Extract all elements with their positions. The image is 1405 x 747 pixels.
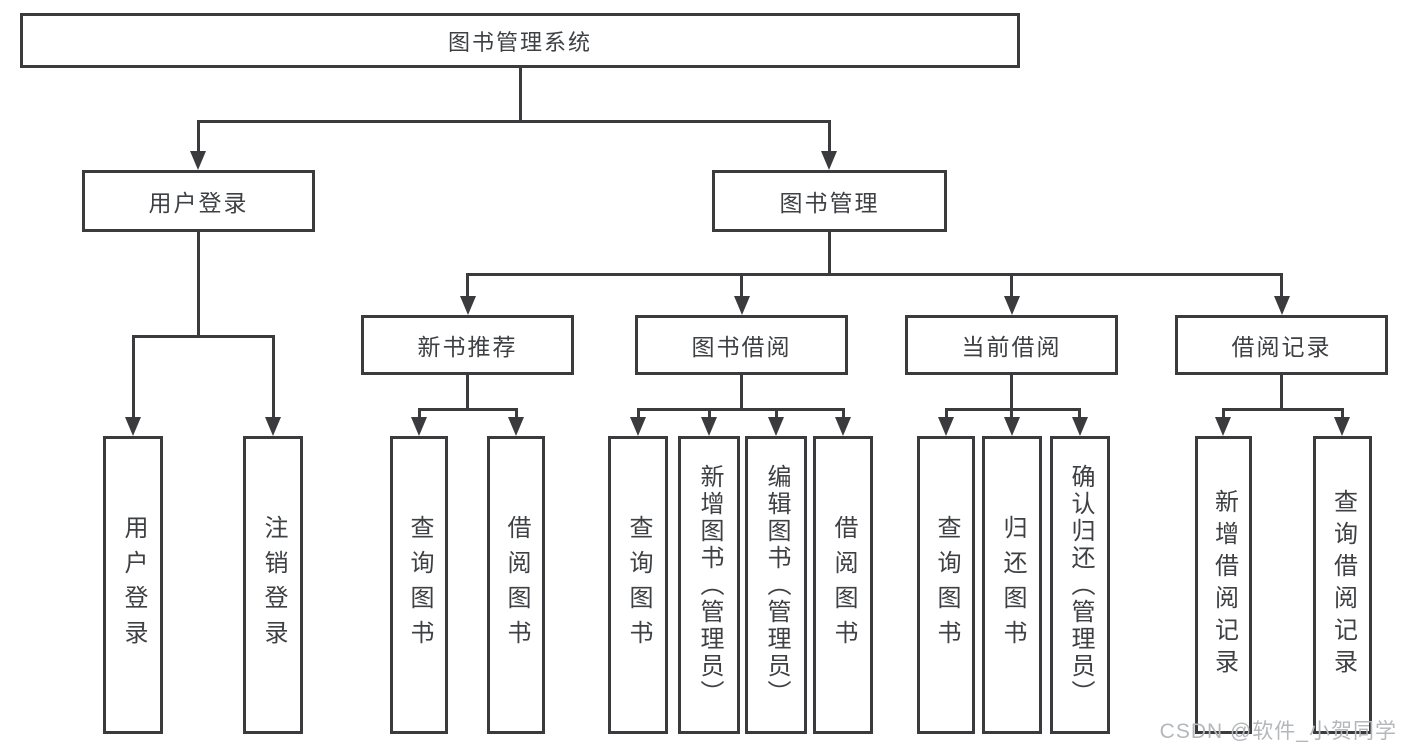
arrow-down-icon — [508, 417, 524, 436]
csdn-watermark: CSDN @软件_小贺同学 — [1159, 720, 1397, 743]
arrow-down-icon — [190, 151, 206, 170]
leaf-confirm-return-admin: 确认归还（管理员） — [1050, 436, 1110, 734]
leaf-label: 查询图书 — [406, 515, 433, 655]
leaf-user-login: 用户登录 — [103, 436, 163, 734]
connector-current-stem — [1010, 375, 1013, 408]
connector-mgmt-drop-2 — [740, 273, 743, 297]
connector-borrow-bar — [637, 408, 845, 411]
node-current-borrowing: 当前借阅 — [905, 315, 1118, 375]
leaf-return-books: 归还图书 — [982, 436, 1042, 734]
connector-borrow-drop-4 — [842, 408, 845, 419]
leaf-label: 确认归还（管理员） — [1067, 463, 1094, 707]
connector-records-bar — [1222, 408, 1344, 411]
node-book-management: 图书管理 — [712, 170, 947, 232]
arrow-down-icon — [768, 417, 784, 436]
connector-current-drop-2 — [1010, 408, 1013, 419]
connector-root-stem — [519, 68, 522, 120]
connector-root-left-drop — [197, 120, 200, 153]
arrow-down-icon — [701, 417, 717, 436]
connector-records-stem — [1280, 375, 1283, 408]
connector-borrow-drop-2 — [708, 408, 711, 419]
arrow-down-icon — [1004, 296, 1020, 315]
connector-borrow-stem — [740, 375, 743, 408]
connector-mgmt-bar — [466, 273, 1283, 276]
leaf-label: 新增借阅记录 — [1210, 489, 1238, 681]
connector-mgmt-drop-4 — [1280, 273, 1283, 297]
connector-login-drop-1 — [132, 335, 135, 418]
connector-login-drop-2 — [272, 335, 275, 418]
leaf-label: 新增图书（管理员） — [696, 463, 723, 707]
connector-records-drop-1 — [1222, 408, 1225, 419]
connector-login-stem — [197, 232, 200, 335]
arrow-down-icon — [411, 417, 427, 436]
arrow-down-icon — [1274, 296, 1290, 315]
arrow-down-icon — [265, 417, 281, 436]
connector-mgmt-drop-1 — [466, 273, 469, 297]
connector-current-drop-3 — [1078, 408, 1081, 419]
node-book-borrowing: 图书借阅 — [635, 315, 848, 375]
leaf-add-borrow-record: 新增借阅记录 — [1195, 436, 1252, 734]
arrow-down-icon — [1004, 417, 1020, 436]
node-new-book-recommendation: 新书推荐 — [361, 315, 574, 375]
leaf-query-books-borrow: 查询图书 — [608, 436, 668, 734]
arrow-down-icon — [1072, 417, 1088, 436]
arrow-down-icon — [835, 417, 851, 436]
connector-recommend-drop-2 — [515, 408, 518, 419]
leaf-label: 查询借阅记录 — [1329, 489, 1357, 681]
leaf-label: 查询图书 — [625, 515, 652, 655]
connector-recommend-stem — [466, 375, 469, 408]
leaf-query-books-current: 查询图书 — [917, 436, 975, 734]
arrow-down-icon — [821, 151, 837, 170]
connector-current-drop-1 — [945, 408, 948, 419]
arrow-down-icon — [1334, 417, 1350, 436]
leaf-label: 借阅图书 — [830, 515, 857, 655]
connector-borrow-drop-3 — [775, 408, 778, 419]
leaf-label: 查询图书 — [933, 515, 960, 655]
leaf-add-books-admin: 新增图书（管理员） — [678, 436, 740, 734]
arrow-down-icon — [630, 417, 646, 436]
leaf-borrow-books-recommend: 借阅图书 — [487, 436, 545, 734]
node-library-management-system: 图书管理系统 — [20, 13, 1020, 68]
connector-login-bar — [132, 335, 275, 338]
connector-root-right-drop — [828, 120, 831, 153]
connector-current-bar — [945, 408, 1081, 411]
arrow-down-icon — [125, 417, 141, 436]
connector-root-bar — [197, 120, 831, 123]
arrow-down-icon — [734, 296, 750, 315]
leaf-label: 借阅图书 — [503, 515, 530, 655]
arrow-down-icon — [1215, 417, 1231, 436]
leaf-label: 注销登录 — [260, 515, 287, 655]
arrow-down-icon — [460, 296, 476, 315]
leaf-label: 归还图书 — [999, 515, 1026, 655]
leaf-query-books-recommend: 查询图书 — [390, 436, 448, 734]
node-user-login: 用户登录 — [82, 170, 315, 232]
leaf-label: 编辑图书（管理员） — [763, 463, 790, 707]
arrow-down-icon — [938, 417, 954, 436]
connector-mgmt-stem — [828, 232, 831, 273]
leaf-edit-books-admin: 编辑图书（管理员） — [745, 436, 807, 734]
connector-recommend-bar — [418, 408, 518, 411]
connector-borrow-drop-1 — [637, 408, 640, 419]
connector-recommend-drop-1 — [418, 408, 421, 419]
connector-mgmt-drop-3 — [1010, 273, 1013, 297]
leaf-borrow-books: 借阅图书 — [813, 436, 873, 734]
node-borrowing-records: 借阅记录 — [1175, 315, 1388, 375]
connector-records-drop-2 — [1341, 408, 1344, 419]
leaf-logout: 注销登录 — [243, 436, 303, 734]
leaf-query-borrow-record: 查询借阅记录 — [1313, 436, 1372, 734]
leaf-label: 用户登录 — [120, 515, 147, 655]
